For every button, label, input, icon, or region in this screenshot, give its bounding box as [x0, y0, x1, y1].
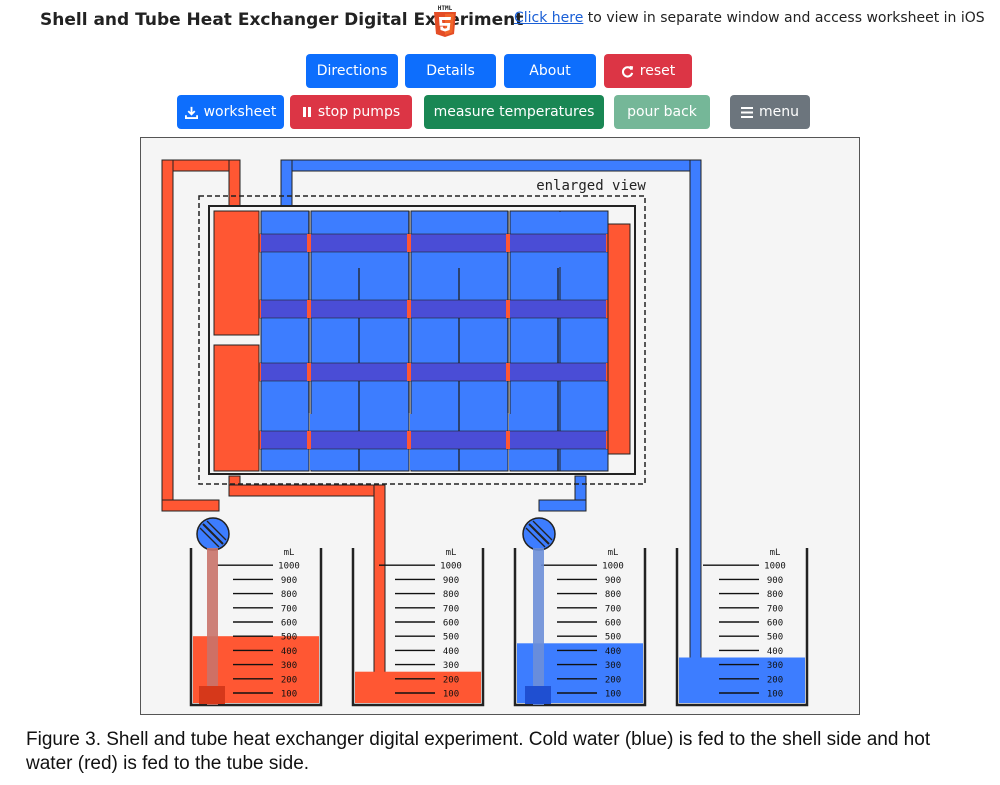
html5-logo-text: HTML: [438, 5, 453, 12]
fluid-hot-receiver: [355, 671, 481, 703]
scale-label: 700: [443, 604, 459, 614]
scale-label: 100: [281, 690, 297, 700]
scale-label: 400: [443, 647, 459, 657]
hot-dip-tube: [207, 548, 218, 705]
cold-dip-tube: [533, 548, 544, 705]
hot-pump-icon: [196, 517, 230, 551]
scale-label: 100: [443, 690, 459, 700]
stop-pumps-label: stop pumps: [317, 104, 401, 120]
outlet-head: [213, 344, 260, 472]
html5-logo-icon: HTML: [431, 4, 459, 38]
scale-label: 300: [443, 661, 459, 671]
separate-window-text: to view in separate window and access wo…: [583, 10, 985, 26]
scale-label: 300: [767, 661, 783, 671]
scale-label: 900: [281, 576, 297, 586]
scale-label: 400: [767, 647, 783, 657]
pour-back-button[interactable]: pour back: [614, 95, 710, 129]
beaker-hot-receiver: mL 1000 900 800 700 600 500 400 300 200 100: [351, 548, 485, 707]
scale-label: 700: [767, 604, 783, 614]
pause-icon: [302, 106, 312, 118]
beaker-wall: [675, 548, 809, 707]
beaker-unit-label: mL: [284, 548, 295, 558]
beaker-wall: [513, 548, 647, 707]
scale-label: 900: [443, 576, 459, 586]
scale-label: 100: [767, 690, 783, 700]
tube-bundle: [256, 233, 613, 450]
enlarged-view-frame: [198, 195, 646, 485]
scale-label: 600: [281, 619, 297, 629]
measure-temperatures-button[interactable]: measure temperatures: [424, 95, 604, 129]
worksheet-button[interactable]: worksheet: [177, 95, 284, 129]
scale-label: 800: [443, 590, 459, 600]
inlet-head: [213, 210, 260, 336]
figure-caption: Figure 3. Shell and tube heat exchanger …: [26, 729, 931, 774]
click-here-link[interactable]: Click here: [514, 10, 584, 26]
directions-button[interactable]: Directions: [306, 54, 398, 88]
scale-label: 800: [605, 590, 621, 600]
about-button[interactable]: About: [504, 54, 596, 88]
beaker-unit-label: mL: [770, 548, 781, 558]
download-icon: [184, 106, 198, 119]
beaker-wall: [351, 548, 485, 707]
tube-heads: [213, 210, 631, 472]
beaker-unit-label: mL: [446, 548, 457, 558]
scale-label: 300: [281, 661, 297, 671]
scale-label: 200: [281, 675, 297, 685]
cold-intake: [525, 686, 551, 704]
cold-return-pipe: [280, 159, 702, 696]
scale-label: 400: [605, 647, 621, 657]
beaker-cold-receiver: mL 1000 900 800 700 600 500 400 300 200 100: [675, 548, 809, 707]
cold-pump-icon: [522, 517, 556, 551]
beaker-wall: [189, 548, 323, 707]
scale-label: 1000: [278, 562, 300, 572]
hot-supply-pipe: [161, 159, 241, 512]
scale-label: 200: [605, 675, 621, 685]
enlarged-view-label: enlarged view: [536, 178, 646, 194]
scale-label: 600: [443, 619, 459, 629]
refresh-icon: [621, 65, 634, 78]
scale-label: 500: [443, 633, 459, 643]
reset-button[interactable]: reset: [604, 54, 692, 88]
beaker-unit-label: mL: [608, 548, 619, 558]
scale-label: 1000: [764, 562, 786, 572]
scale-label: 500: [767, 633, 783, 643]
scale-label: 500: [281, 633, 297, 643]
scale-label: 800: [767, 590, 783, 600]
cold-supply-pipe: [538, 475, 587, 512]
page-title: Shell and Tube Heat Exchanger Digital Ex…: [40, 10, 524, 30]
heat-exchanger-simulation: enlarged view: [140, 137, 860, 715]
reset-label: reset: [639, 63, 676, 79]
scale-label: 1000: [440, 562, 462, 572]
worksheet-label: worksheet: [203, 104, 277, 120]
details-button[interactable]: Details: [405, 54, 496, 88]
scale-label: 800: [281, 590, 297, 600]
scale-label: 400: [281, 647, 297, 657]
menu-button[interactable]: menu: [730, 95, 810, 129]
scale-label: 600: [767, 619, 783, 629]
scale-label: 100: [605, 690, 621, 700]
separate-window-note: Click here to view in separate window an…: [514, 10, 985, 26]
hamburger-icon: [741, 106, 753, 118]
menu-label: menu: [759, 104, 799, 120]
scale-label: 500: [605, 633, 621, 643]
scale-label: 600: [605, 619, 621, 629]
scale-label: 200: [443, 675, 459, 685]
stop-pumps-button[interactable]: stop pumps: [290, 95, 412, 129]
hot-intake: [199, 686, 225, 704]
scale-label: 900: [605, 576, 621, 586]
scale-label: 200: [767, 675, 783, 685]
scale-label: 300: [605, 661, 621, 671]
scale-label: 1000: [602, 562, 624, 572]
scale-label: 700: [605, 604, 621, 614]
scale-label: 700: [281, 604, 297, 614]
return-head: [607, 223, 631, 455]
scale-label: 900: [767, 576, 783, 586]
